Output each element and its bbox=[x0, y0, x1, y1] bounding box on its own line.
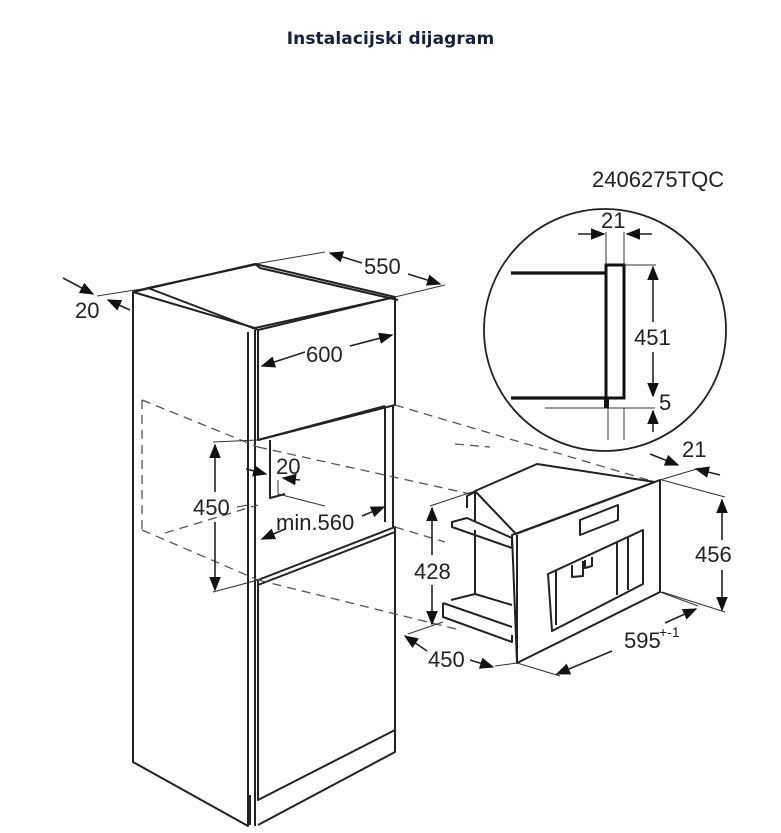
front-panel-thickness-label: 20 bbox=[75, 298, 99, 323]
front-offset-label: 21 bbox=[682, 437, 706, 462]
frame-height-label: 451 bbox=[634, 325, 671, 350]
niche-height-label: 450 bbox=[193, 495, 230, 520]
model-code: 2406275TQC bbox=[592, 167, 724, 192]
appliance-dimensions: 21 456 428 450 595 +-1 bbox=[403, 437, 732, 677]
body-height-label: 428 bbox=[414, 559, 451, 584]
cabinet-width-label: 600 bbox=[306, 342, 343, 367]
appliance-depth-label: 450 bbox=[428, 647, 465, 672]
projection-lines bbox=[141, 399, 656, 631]
niche-width-label: min.560 bbox=[276, 510, 354, 535]
frame-thickness-label: 21 bbox=[601, 208, 625, 233]
bottom-gap-label: 5 bbox=[659, 390, 671, 415]
tall-cabinet bbox=[132, 263, 399, 827]
cabinet-dimensions: 550 20 600 450 20 min.560 bbox=[62, 251, 446, 593]
total-height-label: 456 bbox=[695, 542, 732, 567]
cabinet-depth-label: 550 bbox=[364, 254, 401, 279]
page-title: Instalacijski dijagram bbox=[286, 29, 495, 49]
appliance-width-label: 595 bbox=[624, 628, 661, 653]
appliance-width-tolerance: +-1 bbox=[659, 624, 680, 640]
side-gap-label: 20 bbox=[276, 454, 300, 479]
detail-zoom-circle: 2406275TQC 21 451 5 bbox=[483, 167, 727, 452]
